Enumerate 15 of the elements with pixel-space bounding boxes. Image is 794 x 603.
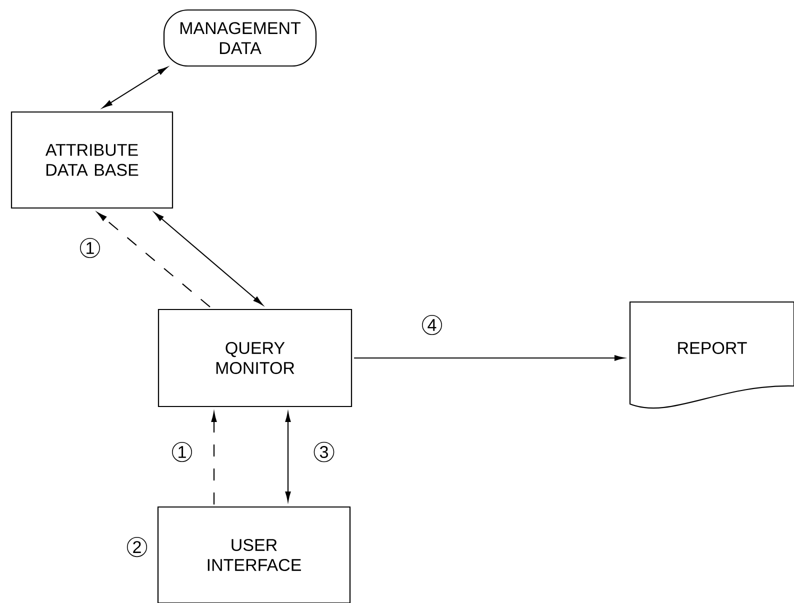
edge-label: 1 <box>172 442 192 462</box>
arrow <box>211 412 217 504</box>
terminal-box: MANAGEMENT DATA <box>163 9 317 67</box>
edge-label: 4 <box>422 315 442 335</box>
arrow <box>154 212 263 306</box>
process-box: USER INTERFACE <box>157 506 351 603</box>
process-box: ATTRIBUTE DATA BASE <box>10 111 174 209</box>
edge-label: 1 <box>80 238 100 258</box>
arrow <box>285 412 291 502</box>
edge-label: 3 <box>314 442 334 462</box>
arrow <box>102 66 168 108</box>
step-number: 2 <box>126 536 148 558</box>
process-box: QUERY MONITOR <box>158 308 352 408</box>
arrow <box>354 355 624 361</box>
arrow <box>97 212 210 308</box>
